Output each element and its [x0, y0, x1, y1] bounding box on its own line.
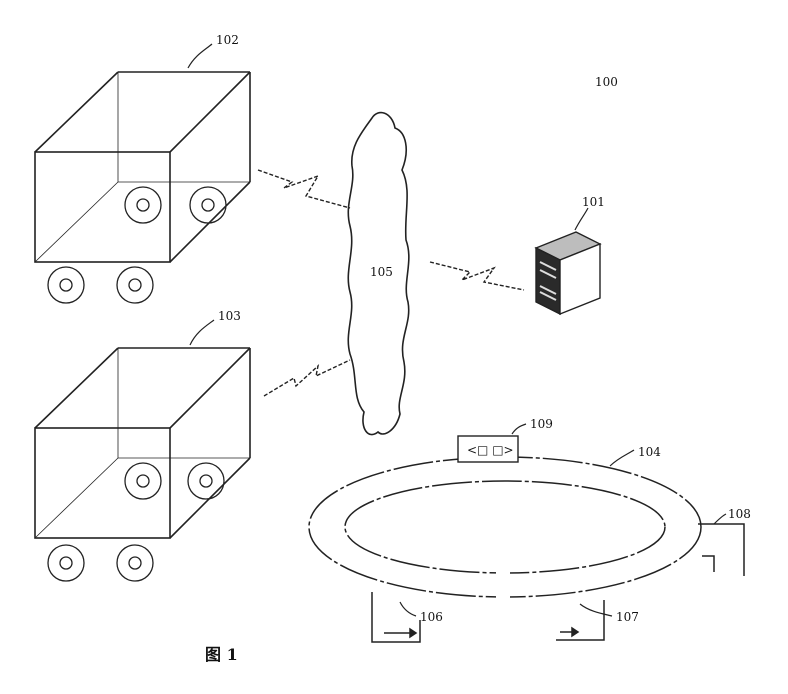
link-cloud-server	[430, 262, 524, 290]
label-109: 109	[530, 417, 553, 431]
wireless-links	[258, 170, 524, 396]
cart-103-wheels	[48, 463, 224, 581]
label-101-leader	[575, 208, 588, 230]
label-106: 106	[420, 610, 443, 624]
label-108-leader	[714, 514, 726, 524]
label-103-leader	[190, 320, 214, 345]
label-108: 108	[728, 507, 751, 521]
station-107	[556, 600, 604, 640]
label-107: 107	[616, 610, 639, 624]
cart-103	[35, 348, 250, 581]
side-unit-108	[698, 524, 744, 576]
figure-caption: 图 1	[205, 645, 238, 664]
label-103: 103	[218, 309, 241, 323]
link-cart102-cloud	[258, 170, 350, 208]
cart-102	[35, 72, 250, 303]
station-106	[372, 592, 420, 642]
link-cart103-cloud	[264, 360, 350, 396]
crossing-glyphs: <□ □>	[467, 443, 514, 457]
label-100: 100	[595, 75, 618, 89]
label-102: 102	[216, 33, 239, 47]
label-107-leader	[580, 604, 612, 616]
label-101: 101	[582, 195, 605, 209]
label-109-leader	[512, 424, 526, 434]
label-104: 104	[638, 445, 661, 459]
label-106-leader	[400, 602, 416, 616]
crossing-unit-109: <□ □>	[458, 436, 518, 462]
server-101	[536, 232, 600, 314]
track-104	[309, 457, 701, 602]
label-105: 105	[370, 265, 393, 279]
cart-102-wheels	[48, 187, 226, 303]
label-104-leader	[610, 450, 634, 466]
label-102-leader	[188, 44, 212, 68]
